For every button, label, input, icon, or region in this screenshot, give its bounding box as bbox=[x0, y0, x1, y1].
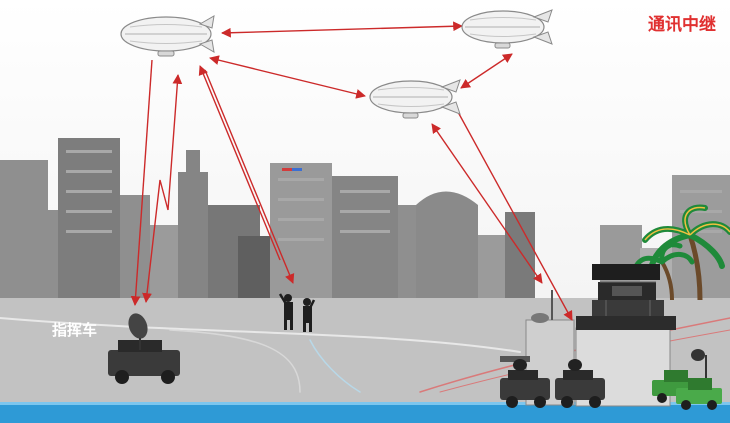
building-windows bbox=[66, 150, 722, 241]
palm-tree-icon bbox=[632, 204, 730, 301]
communication-links bbox=[130, 21, 573, 321]
armored-vehicle-icon bbox=[500, 359, 550, 408]
command-vehicle-icon bbox=[108, 313, 180, 384]
airship-icon bbox=[369, 79, 461, 119]
water-highlight bbox=[0, 402, 730, 405]
rooftop-light bbox=[292, 168, 302, 171]
relay-title: 通讯中继 bbox=[648, 15, 716, 35]
armored-vehicle-icon bbox=[555, 359, 605, 408]
water bbox=[0, 402, 730, 423]
airship-icon bbox=[461, 9, 553, 49]
airship-icon bbox=[120, 15, 215, 57]
jeep-icon bbox=[676, 349, 722, 410]
command-vehicle-label: 指挥车 bbox=[52, 321, 98, 339]
rooftop-light bbox=[282, 168, 292, 171]
soldiers-icon bbox=[278, 293, 316, 332]
